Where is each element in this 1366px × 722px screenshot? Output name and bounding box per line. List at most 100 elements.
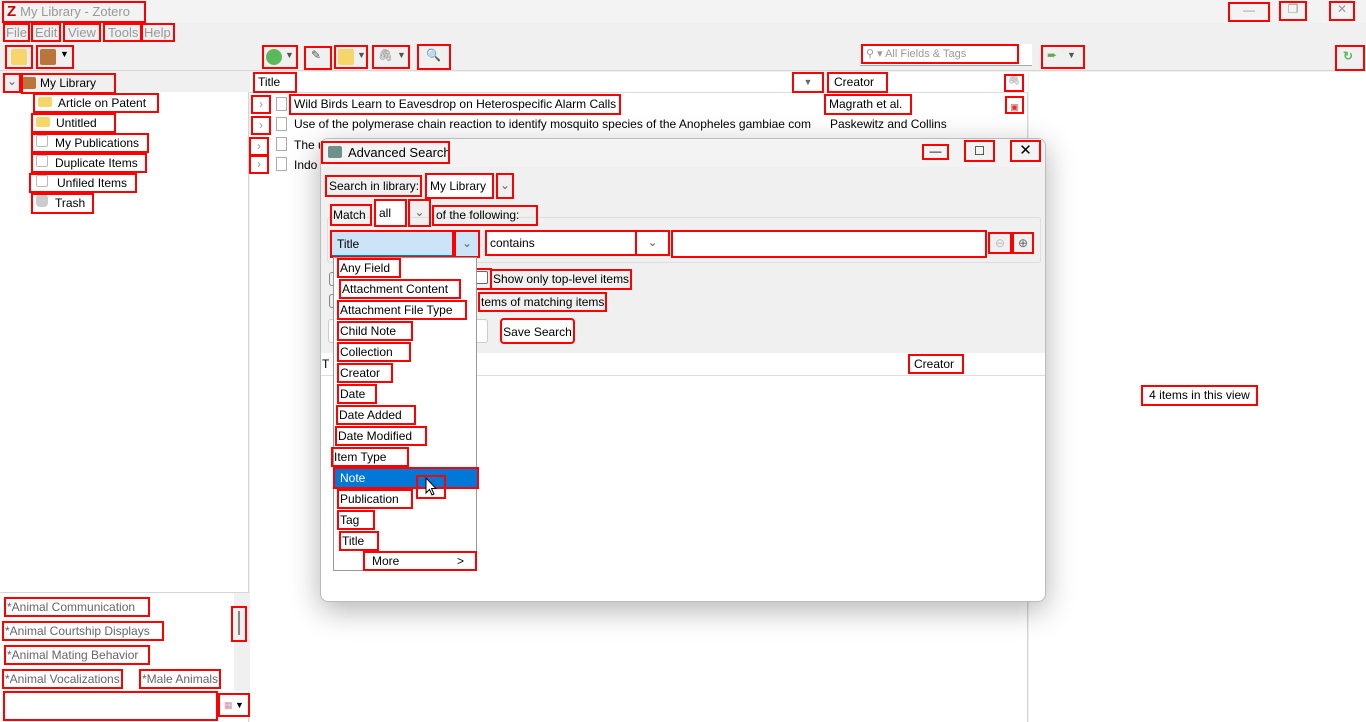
new-item-button[interactable]: ▼ (262, 45, 298, 69)
menu-help[interactable]: Help (140, 23, 175, 42)
close-button[interactable]: ✕ (1329, 1, 1355, 21)
item-pane (1029, 72, 1366, 722)
attachment-column-icon[interactable]: 🖇 (1004, 74, 1024, 92)
new-library-button[interactable]: ▼ (36, 45, 74, 69)
tag-scrollbar[interactable] (234, 593, 249, 691)
tag-filter-input[interactable] (3, 691, 218, 721)
option-any-field[interactable]: Any Field (337, 258, 401, 278)
column-title[interactable]: Title (253, 72, 297, 93)
collection-my-library[interactable]: My Library (21, 73, 116, 94)
search-input[interactable]: ⚲ ▾ All Fields & Tags (861, 44, 1019, 64)
option-date-modified[interactable]: Date Modified (335, 426, 427, 446)
option-attachment-content[interactable]: Attachment Content (339, 279, 461, 299)
tag-item[interactable]: *Male Animals (138, 669, 222, 689)
menu-edit[interactable]: Edit (30, 23, 62, 42)
scrollbar-thumb[interactable] (231, 606, 247, 642)
document-icon (276, 157, 287, 171)
collection-my-publications[interactable]: My Publications (31, 133, 149, 153)
row-expand-toggle[interactable]: › (249, 155, 269, 174)
new-note-button[interactable]: ▼ (334, 45, 368, 69)
tag-item[interactable]: *Animal Mating Behavior (4, 645, 150, 665)
mouse-cursor-icon (416, 475, 446, 499)
tag-item[interactable]: *Animal Communication (4, 597, 150, 617)
collection-duplicate-items[interactable]: Duplicate Items (31, 153, 147, 173)
tag-selector: *Animal Communication *Animal Courtship … (0, 592, 250, 722)
sync-button[interactable]: ↻ (1335, 45, 1365, 71)
match-select-arrow[interactable]: ⌄ (408, 199, 431, 227)
column-picker-button[interactable]: ▼ (792, 72, 824, 93)
option-more[interactable]: More> (363, 551, 477, 571)
add-attachment-button[interactable]: 🖇▼ (372, 45, 410, 69)
magnifier-icon: 🔍 (426, 48, 441, 62)
library-select-arrow[interactable]: ⌄ (496, 173, 514, 199)
new-collection-button[interactable] (5, 45, 33, 69)
condition-field-arrow[interactable]: ⌄ (454, 230, 480, 258)
condition-field-select[interactable]: Title (330, 230, 454, 258)
locate-button[interactable]: ➨▼ (1041, 45, 1085, 69)
dialog-title-bar (321, 139, 1045, 167)
new-collection-icon (11, 49, 27, 65)
row-expand-toggle[interactable]: › (251, 116, 271, 135)
tag-actions-button[interactable]: ▦ ▼ (218, 693, 250, 717)
search-box[interactable]: ⚲ ▾ All Fields & Tags (860, 44, 1032, 66)
item-creator: Magrath et al. (824, 94, 912, 115)
option-note[interactable]: Note (333, 467, 479, 489)
option-title[interactable]: Title (339, 531, 379, 551)
dialog-minimize-button[interactable]: — (922, 144, 949, 160)
match-select[interactable]: all (374, 199, 407, 227)
minimize-button[interactable]: — (1228, 2, 1270, 22)
add-icon (266, 49, 282, 65)
tag-item[interactable]: *Animal Courtship Displays (2, 621, 164, 641)
library-select[interactable]: My Library (425, 173, 494, 199)
option-item-type[interactable]: Item Type (331, 447, 409, 467)
collection-trash[interactable]: Trash (31, 193, 94, 214)
results-column-creator[interactable]: Creator (908, 354, 964, 374)
option-child-note[interactable]: Child Note (337, 321, 413, 341)
menu-file[interactable]: File (3, 23, 30, 42)
item-title: Wild Birds Learn to Eavesdrop on Heteros… (288, 94, 622, 115)
menu-tools[interactable]: Tools (102, 23, 144, 42)
option-publication[interactable]: Publication (337, 489, 413, 509)
row-expand-toggle[interactable]: › (251, 95, 271, 114)
condition-operator-arrow[interactable]: ⌄ (635, 230, 670, 256)
row-expand-toggle[interactable]: › (249, 137, 269, 156)
results-column-title[interactable]: T (322, 357, 330, 371)
table-row[interactable]: › Wild Birds Learn to Eavesdrop on Heter… (250, 94, 1028, 115)
expand-toggle[interactable]: ⌄ (3, 73, 21, 93)
add-condition-button[interactable]: ⊕ (1012, 232, 1034, 254)
option-date-added[interactable]: Date Added (336, 405, 416, 425)
option-collection[interactable]: Collection (337, 342, 411, 362)
search-in-library-label: Search in library: (325, 175, 422, 197)
zotero-logo-icon: Z (7, 3, 17, 20)
selected-row-bg (0, 72, 249, 92)
restore-button[interactable]: ❐ (1279, 1, 1307, 21)
table-row[interactable]: › The u (249, 134, 1028, 156)
collection-unfiled-items[interactable]: Unfiled Items (29, 173, 137, 193)
chevron-right-icon: > (456, 554, 464, 568)
table-row[interactable]: › Indo (249, 154, 1028, 174)
item-title: Use of the polymerase chain reaction to … (294, 117, 811, 131)
option-tag[interactable]: Tag (337, 510, 375, 530)
option-date[interactable]: Date (337, 384, 377, 404)
condition-operator-select[interactable]: contains (485, 230, 637, 256)
collection-untitled[interactable]: Untitled (31, 113, 116, 133)
save-search-button[interactable]: Save Search (500, 318, 575, 344)
menu-view[interactable]: View (63, 23, 101, 42)
dialog-maximize-button[interactable]: ☐ (964, 140, 995, 162)
option-attachment-file-type[interactable]: Attachment File Type (337, 300, 467, 320)
library-icon (22, 77, 36, 89)
remove-condition-button[interactable]: ⊖ (988, 232, 1012, 254)
condition-value-input[interactable] (671, 230, 987, 258)
collection-article-on-patent[interactable]: Article on Patent (33, 93, 159, 113)
dialog-close-button[interactable]: ✕ (1010, 140, 1041, 162)
advanced-search-button[interactable]: 🔍 (417, 44, 451, 70)
option-creator[interactable]: Creator (337, 363, 393, 383)
column-creator[interactable]: Creator (827, 72, 888, 93)
tag-item[interactable]: *Animal Vocalizations (2, 669, 123, 689)
add-by-identifier-button[interactable]: ✎ (304, 46, 332, 70)
table-row[interactable]: › Use of the polymerase chain reaction t… (250, 114, 1028, 135)
dropdown-arrow-icon: ▼ (397, 50, 406, 60)
pdf-attachment-icon[interactable]: ▣ (1005, 96, 1024, 114)
folder-icon (38, 97, 52, 107)
item-title: Indo (294, 158, 318, 172)
